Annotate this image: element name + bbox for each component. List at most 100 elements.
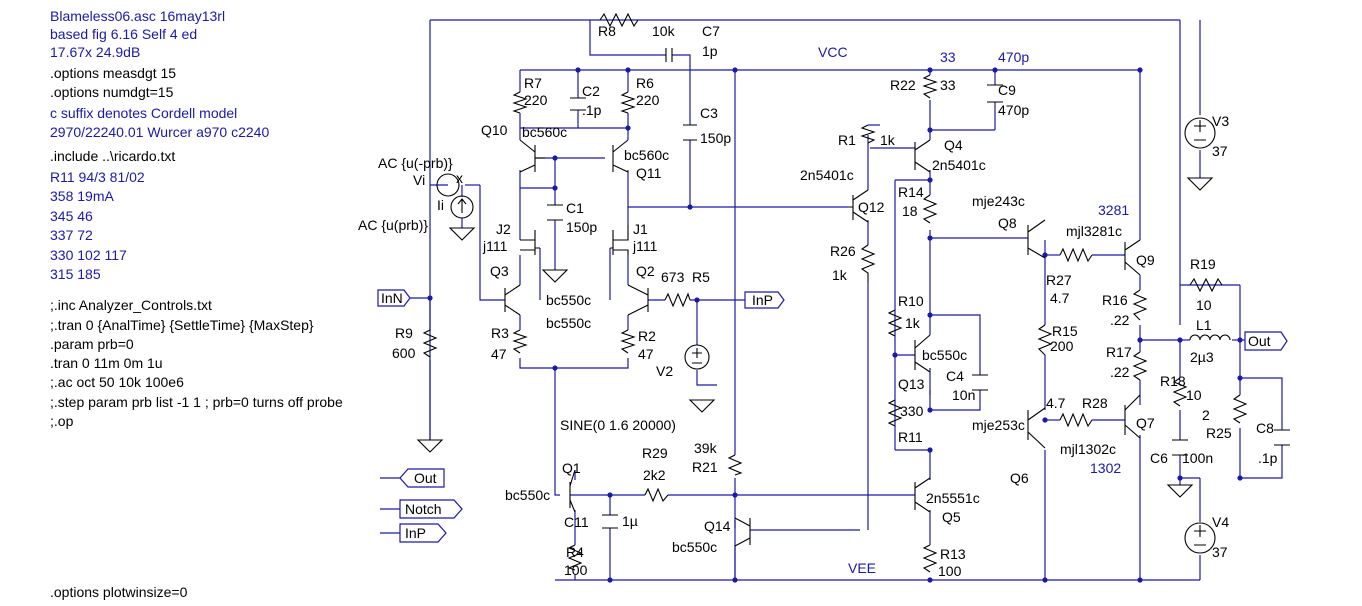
q12-ref: Q12 <box>858 199 885 215</box>
c2-value: .1p <box>582 102 602 118</box>
ac-top-label: AC {u(-prb)} <box>378 155 453 171</box>
spice-directives-blue: Blameless06.asc 16may13rl based fig 6.16… <box>50 8 269 282</box>
q10-model: bc560c <box>522 124 567 140</box>
c1-value: 150p <box>566 219 597 235</box>
q3-ref: Q3 <box>490 263 509 279</box>
directive-param: .param prb=0 <box>50 336 134 352</box>
r7-ref: R7 <box>524 75 542 91</box>
directive-basis: based fig 6.16 Self 4 ed <box>50 26 197 42</box>
c9-ref: C9 <box>998 82 1016 98</box>
net-3281: 3281 <box>1098 202 1129 218</box>
port-out-left: Out <box>414 470 437 486</box>
j2-model: j111 <box>482 238 508 254</box>
sources <box>436 117 1216 554</box>
r1-value: 1k <box>880 132 896 148</box>
capacitors <box>547 48 1290 529</box>
j1-model: j111 <box>632 238 658 254</box>
directive-include: .include ..\ricardo.txt <box>50 148 175 164</box>
directive-step: ;.step param prb list -1 1 ; prb=0 turns… <box>50 394 343 410</box>
r8-value: 10k <box>652 23 676 39</box>
directive-tran-anal: ;.tran 0 {AnalTime} {SettleTime} {MaxSte… <box>50 317 314 333</box>
q4-model: 2n5401c <box>932 157 986 173</box>
r22-ref: R22 <box>890 77 916 93</box>
directive-r11: R11 94/3 81/02 <box>50 169 145 185</box>
directive-row4: 330 102 117 <box>50 247 127 263</box>
r15-value: 200 <box>1050 338 1074 354</box>
q5-model: 2n5551c <box>926 490 980 506</box>
directive-numdgt: .options numdgt=15 <box>50 84 174 100</box>
r16-value: .22 <box>1110 312 1130 328</box>
net-vee: VEE <box>848 560 876 576</box>
directive-row5: 315 185 <box>50 266 101 282</box>
q6-model: mje253c <box>972 417 1025 433</box>
c8-ref: C8 <box>1256 420 1274 436</box>
q2-ref: Q2 <box>636 263 655 279</box>
q5-ref: Q5 <box>942 509 961 525</box>
r25-value: 2 <box>1202 407 1210 423</box>
r6-value: 220 <box>636 92 660 108</box>
j2-ref: J2 <box>496 221 511 237</box>
r4-ref: R4 <box>566 544 584 560</box>
r5-value: 673 <box>661 269 685 285</box>
r28-value: 4.7 <box>1046 395 1066 411</box>
c3-value: 150p <box>700 130 731 146</box>
c2-ref: C2 <box>582 83 600 99</box>
r17-value: .22 <box>1110 364 1130 380</box>
q3-model: bc550c <box>546 292 591 308</box>
c6-value: 100n <box>1182 450 1213 466</box>
q14-ref: Q14 <box>704 518 731 534</box>
r25-ref: R25 <box>1206 425 1232 441</box>
r14-ref: R14 <box>898 184 924 200</box>
r18-value: 10 <box>1186 387 1202 403</box>
l1-value: 2µ3 <box>1190 349 1214 365</box>
inductor-l1 <box>1189 334 1231 341</box>
c11-value: 1µ <box>622 513 638 529</box>
r9-value: 600 <box>392 345 416 361</box>
r13-value: 100 <box>938 563 962 579</box>
c4-value: 10n <box>952 387 975 403</box>
directive-measdgt: .options measdgt 15 <box>50 65 176 81</box>
ii-label: Ii <box>437 197 444 213</box>
q10-ref: Q10 <box>481 122 508 138</box>
port-inp-r5: InP <box>752 292 773 308</box>
ports <box>377 289 1288 543</box>
r17-ref: R17 <box>1106 344 1132 360</box>
r14-value: 18 <box>902 203 918 219</box>
q9-model: mjl3281c <box>1066 223 1122 239</box>
net-33: 33 <box>940 49 956 65</box>
r28-ref: R28 <box>1082 395 1108 411</box>
v2-label: V2 <box>656 363 673 379</box>
r18-ref: R18 <box>1160 373 1186 389</box>
ac-bottom-label: AC {u(prb)} <box>358 217 428 233</box>
r7-value: 220 <box>524 92 548 108</box>
r5-ref: R5 <box>692 269 710 285</box>
l1-ref: L1 <box>1196 317 1212 333</box>
v4-label: V4 <box>1212 514 1229 530</box>
c7-ref: C7 <box>702 23 720 39</box>
part-labels: R8 10k C7 1p R7 220 C2 .1p R6 220 C3 150… <box>392 23 1278 579</box>
q4-ref: Q4 <box>944 137 963 153</box>
c11-ref: C11 <box>564 514 589 530</box>
r8-ref: R8 <box>598 23 616 39</box>
r1-ref: R1 <box>838 132 856 148</box>
r29-value: 2k2 <box>643 467 666 483</box>
v3-value: 37 <box>1212 143 1228 159</box>
vi-label: Vi <box>413 172 425 188</box>
c7-value: 1p <box>702 43 718 59</box>
resistors <box>422 12 1248 573</box>
r13-ref: R13 <box>940 546 966 562</box>
r3-value: 47 <box>491 346 507 362</box>
directive-gain: 17.67x 24.9dB <box>50 44 140 60</box>
r10-value: 1k <box>905 315 921 331</box>
r26-ref: R26 <box>830 243 856 259</box>
net-vcc: VCC <box>818 44 848 60</box>
directive-title: Blameless06.asc 16may13rl <box>50 8 225 24</box>
r19-value: 10 <box>1196 297 1212 313</box>
q2-model: bc550c <box>546 315 591 331</box>
r27-ref: R27 <box>1046 272 1072 288</box>
directive-row3: 337 72 <box>50 227 93 243</box>
r27-value: 4.7 <box>1050 290 1070 306</box>
r11-ref: R11 <box>898 429 923 445</box>
q14-model: bc550c <box>672 539 717 555</box>
r29-ref: R29 <box>642 445 668 461</box>
